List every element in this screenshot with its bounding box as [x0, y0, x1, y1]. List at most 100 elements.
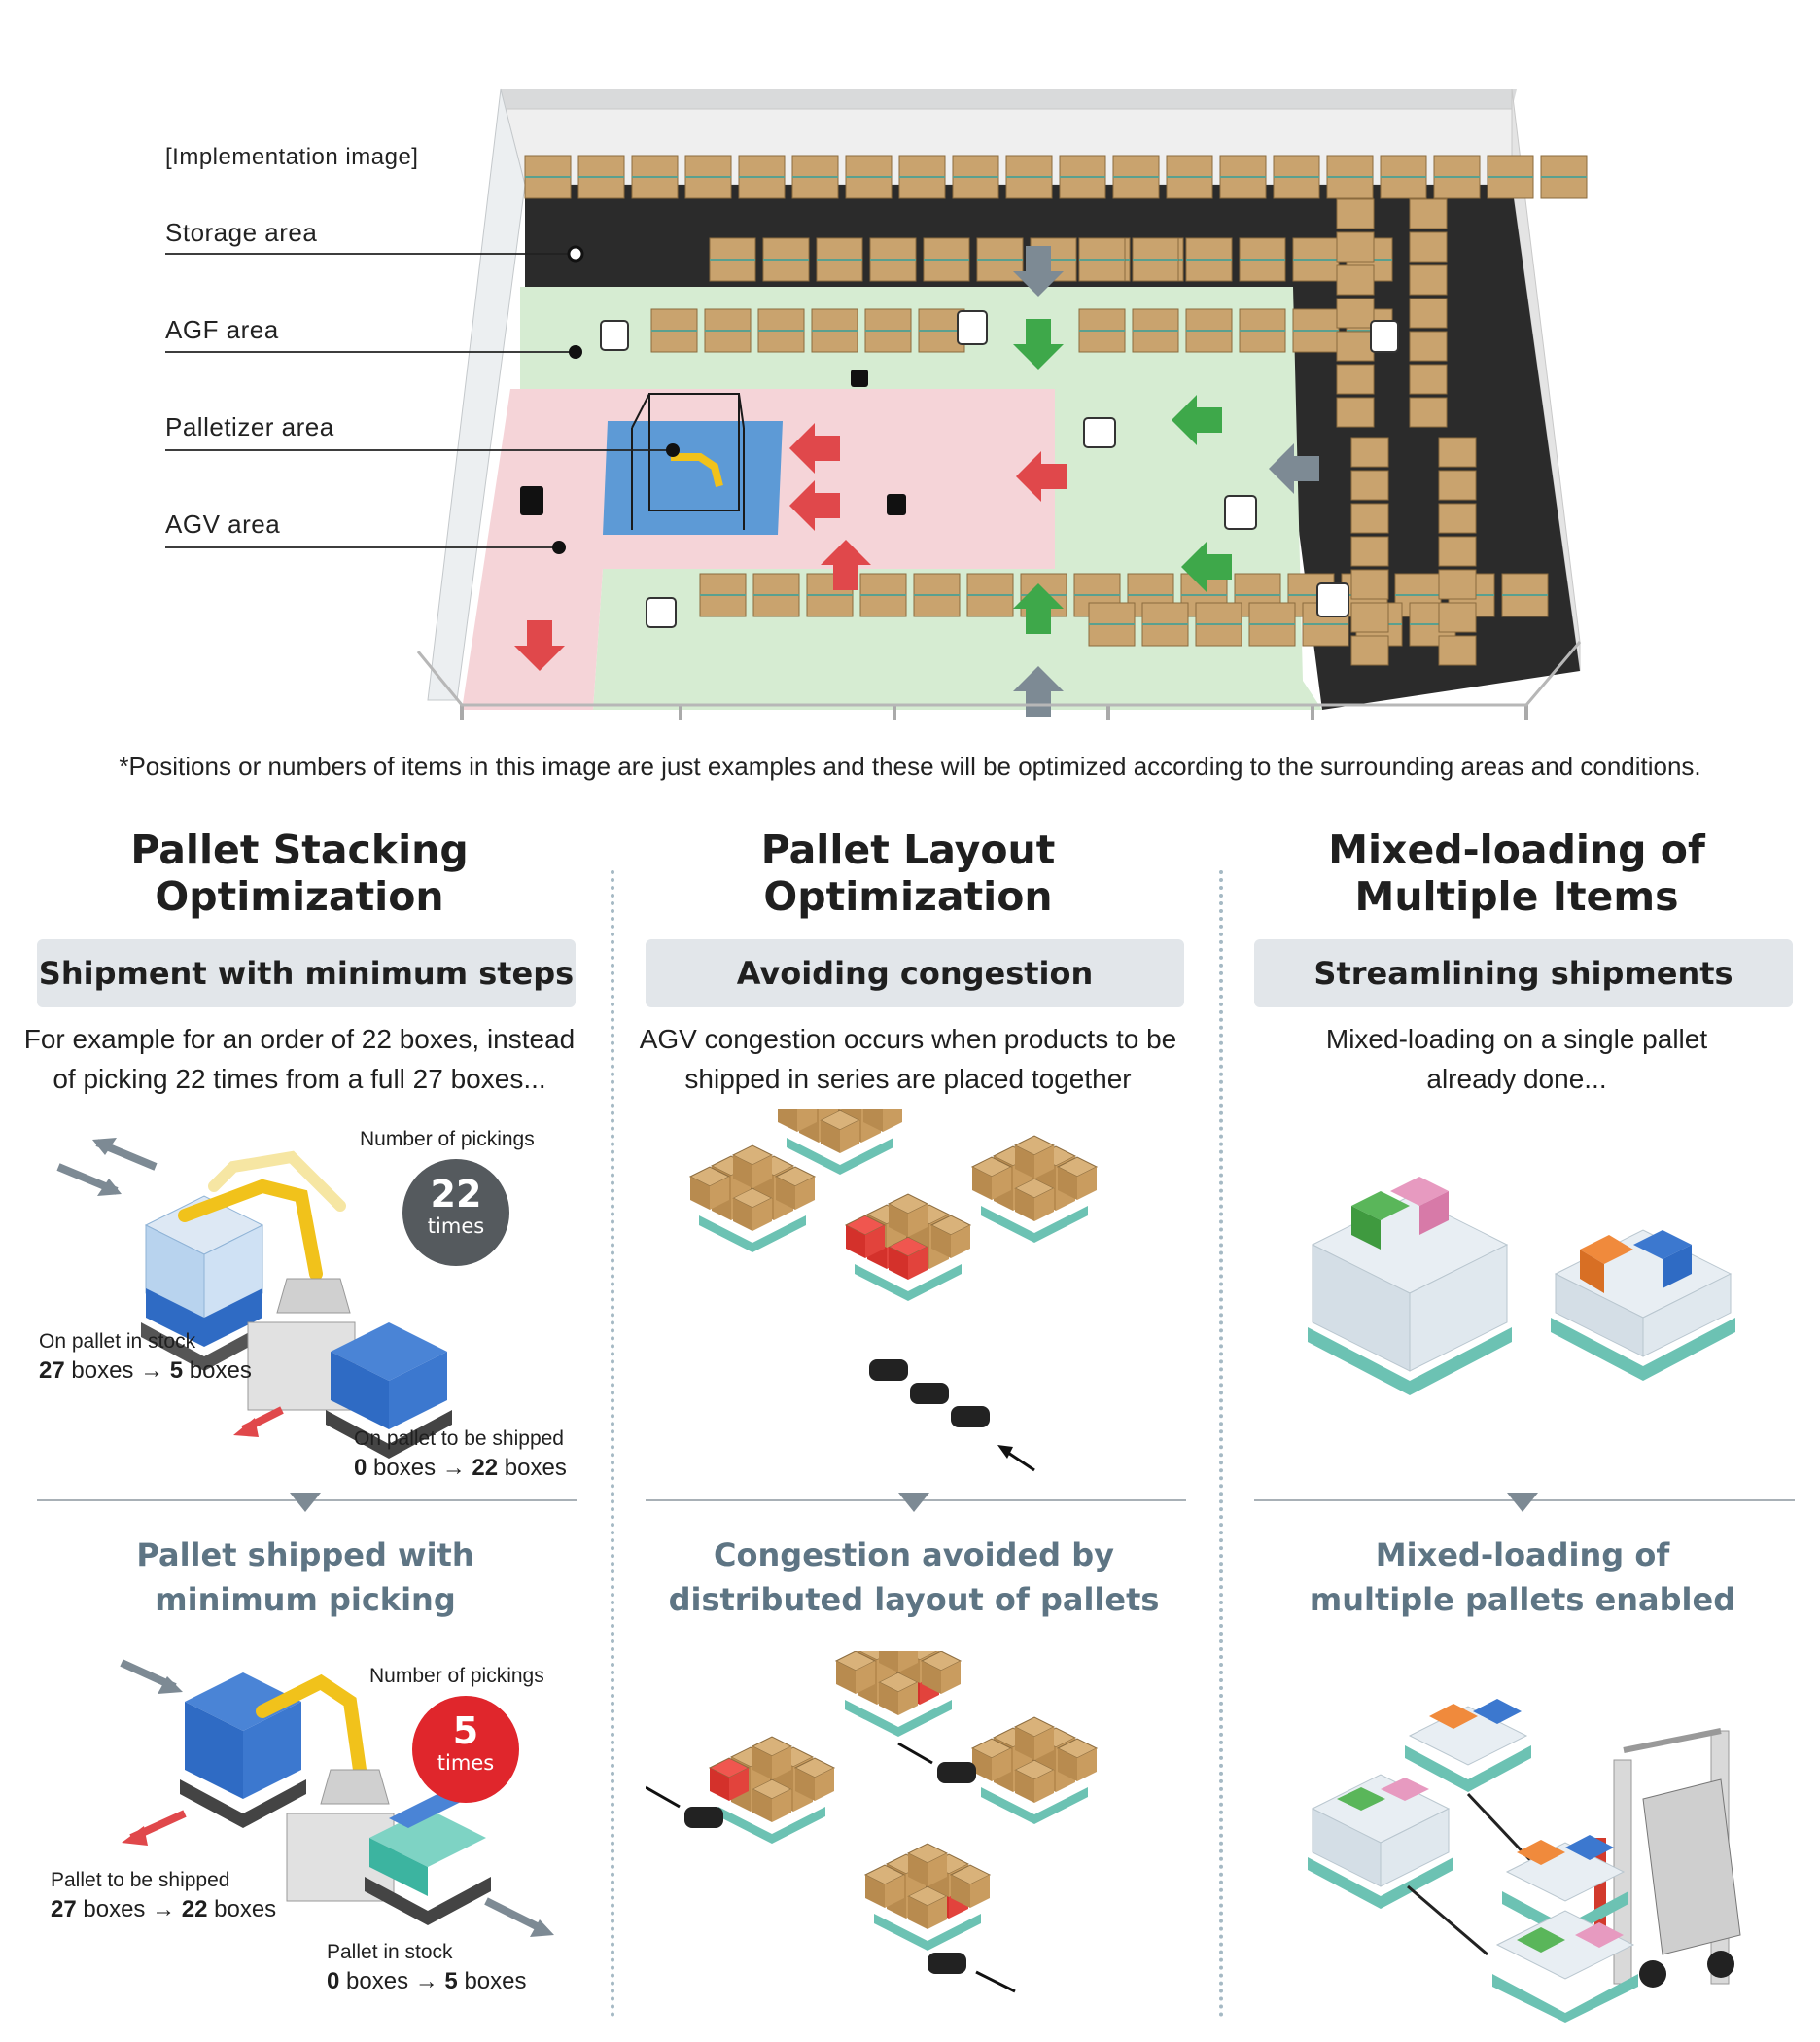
picks-count-unit: times: [427, 1215, 485, 1238]
storage-area-label: Storage area: [165, 218, 318, 247]
count-to: 5: [169, 1357, 184, 1384]
picks-label-after: Number of pickings: [369, 1665, 544, 1687]
column-description: AGV congestion occurs when products to b…: [616, 1019, 1200, 1099]
box: [710, 1177, 729, 1210]
box: [889, 1204, 908, 1237]
pallet: [981, 1787, 1088, 1824]
box: [972, 1167, 992, 1200]
box: [842, 1109, 861, 1121]
box: [908, 1853, 928, 1886]
box: [931, 1225, 951, 1258]
box: [729, 1768, 749, 1801]
result-line2: minimum picking: [155, 1581, 456, 1618]
storage-rack: [1438, 503, 1477, 534]
column-separator: [611, 870, 614, 2018]
description-line1: Mixed-loading on a single pallet: [1325, 1024, 1708, 1054]
flow-arrow-icon: [1013, 246, 1064, 297]
box: [1015, 1770, 1034, 1803]
pallet: [855, 1264, 962, 1301]
box: [778, 1109, 797, 1132]
box: [879, 1651, 898, 1672]
agv-area-label: AGV area: [165, 510, 281, 539]
count-from: 27: [51, 1896, 77, 1922]
box: [815, 1768, 834, 1801]
box: [776, 1177, 795, 1210]
stock-count-before: 27 boxes → 5 boxes: [39, 1357, 252, 1385]
flow-arrow-icon: [1013, 319, 1064, 370]
box: [865, 1225, 885, 1258]
box: [908, 1247, 928, 1280]
storage-rack: [1336, 264, 1375, 296]
box: [821, 1120, 840, 1153]
storage-rack: [1336, 198, 1375, 229]
unit-word: boxes: [504, 1455, 567, 1481]
storage-rack: [1350, 569, 1389, 600]
unit-word: boxes: [83, 1896, 146, 1922]
storage-rack: [1409, 331, 1448, 362]
flow-arrow-icon: [1269, 443, 1319, 494]
box: [972, 1748, 992, 1781]
box: [885, 1875, 904, 1908]
storage-rack: [1350, 470, 1389, 501]
column-title-line1: Pallet Layout: [760, 827, 1056, 873]
box: [795, 1768, 815, 1801]
pallet: [787, 1138, 893, 1175]
storage-rack: [1350, 437, 1389, 468]
result-heading: Congestion avoided by distributed layout…: [622, 1532, 1206, 1622]
box: [836, 1109, 840, 1110]
box: [922, 1661, 941, 1694]
picks-label-before: Number of pickings: [360, 1128, 535, 1150]
result-line1: Pallet shipped with: [136, 1536, 474, 1573]
box: [1034, 1727, 1054, 1760]
stacking-before-illustration: [56, 1138, 452, 1459]
box: [840, 1120, 859, 1153]
stock-count-after: 0 boxes → 5 boxes: [327, 1968, 527, 1995]
flow-arrow-icon: [514, 620, 565, 671]
storage-rack: [1409, 298, 1448, 329]
column-title: Pallet Layout Optimization: [636, 827, 1180, 920]
unit-word: boxes: [346, 1968, 409, 1994]
column-title-line2: Optimization: [763, 873, 1053, 920]
description-line2: shipped in series are placed together: [684, 1064, 1132, 1094]
box: [1077, 1167, 1097, 1200]
picks-count-value: 5: [452, 1709, 479, 1752]
box: [1034, 1145, 1054, 1179]
box: [1077, 1748, 1097, 1781]
ship-label-before: On pallet to be shipped: [354, 1427, 564, 1450]
result-line1: Congestion avoided by: [714, 1536, 1114, 1573]
box: [846, 1225, 865, 1258]
ship-count-before: 0 boxes → 22 boxes: [354, 1455, 567, 1482]
box: [752, 1155, 772, 1188]
arrow-glyph: →: [152, 1896, 176, 1922]
box: [865, 1875, 885, 1908]
result-line2: distributed layout of pallets: [668, 1581, 1160, 1618]
count-to: 22: [472, 1455, 499, 1481]
column-subheading: Avoiding congestion: [646, 939, 1184, 1007]
storage-rack: [1336, 397, 1375, 428]
box: [795, 1177, 815, 1210]
unit-word: boxes: [373, 1455, 437, 1481]
box: [883, 1109, 902, 1132]
flow-arrow-icon: [1172, 395, 1222, 445]
box: [992, 1748, 1011, 1781]
pallet: [845, 1700, 952, 1737]
count-to: 22: [181, 1896, 208, 1922]
layout-before-illustration: [688, 1109, 1099, 1472]
description-line2: of picking 22 times from a full 27 boxes…: [52, 1064, 546, 1094]
column-description: For example for an order of 22 boxes, in…: [8, 1019, 591, 1099]
storage-rack: [1336, 231, 1375, 263]
arrow-glyph: →: [441, 1455, 466, 1481]
column-title: Mixed-loading of Multiple Items: [1244, 827, 1789, 920]
box: [908, 1204, 928, 1237]
storage-rack: [1336, 331, 1375, 362]
count-to: 5: [444, 1968, 458, 1994]
box: [1058, 1748, 1077, 1781]
pallet: [874, 1914, 981, 1951]
box: [992, 1167, 1011, 1200]
box: [898, 1651, 918, 1672]
storage-rack: [1409, 264, 1448, 296]
picks-count-badge-after: 5 times: [412, 1696, 519, 1803]
unit-word: boxes: [214, 1896, 277, 1922]
column-title-line1: Pallet Stacking: [130, 827, 469, 873]
column-description: Mixed-loading on a single pallet already…: [1225, 1019, 1808, 1099]
